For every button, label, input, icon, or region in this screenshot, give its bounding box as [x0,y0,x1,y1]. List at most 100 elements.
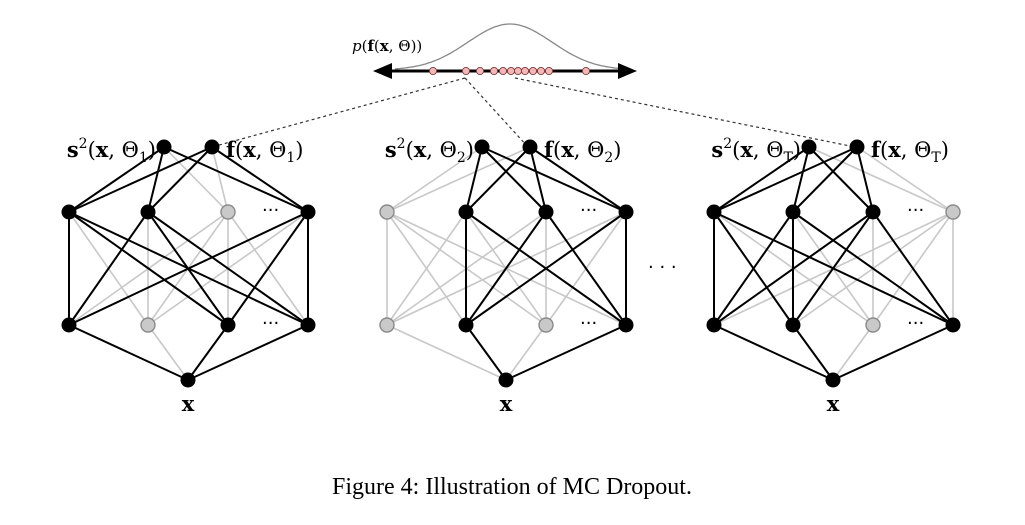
figure-caption: Figure 4: Illustration of MC Dropout. [332,474,692,500]
active-connection [68,146,165,213]
variance-label: s2(x, Θ2) [385,136,474,166]
input-node [825,372,841,388]
mean-label: f(x, Θ2) [544,137,621,166]
active-connection [792,211,954,326]
dropped-connection [832,324,874,381]
dropped-connection [386,324,507,381]
neurons [379,139,634,388]
dropped-connection [856,146,954,213]
variance-label: s2(x, Θ1) [67,136,156,166]
edges [386,146,627,381]
hidden-neuron [785,317,801,333]
active-connection [481,146,547,213]
active-connection [792,146,810,213]
hidden-neuron [220,317,236,333]
active-connection [792,146,858,213]
hidden-neuron [865,204,881,220]
prediction-samples [428,66,591,76]
active-connection [713,211,794,326]
active-connection [68,211,229,326]
input-node [498,372,514,388]
dropped-connection [147,324,189,381]
network-net-2: ··· ··· x s2(x, Θ2) f(x, Θ2) [379,136,634,416]
hidden-neuron [706,317,722,333]
sample-connectors [211,77,856,148]
hidden-neuron [61,317,77,333]
layer-ellipsis: ··· [907,313,924,334]
dropped-connection [505,324,547,381]
active-connection [163,146,309,213]
sample-point [489,66,499,76]
input-node [180,372,196,388]
sample-point [428,66,438,76]
input-label: x [827,391,840,416]
active-connection [856,146,874,213]
active-connection [211,146,309,213]
hidden-neuron [458,204,474,220]
dropped-connection [386,211,467,326]
mean-output-node [522,139,538,155]
active-connection [713,211,954,326]
active-connection [465,211,627,326]
axis-arrow-left [373,63,392,79]
layer-ellipsis: ··· [262,200,279,221]
layer-ellipsis: ··· [580,313,597,334]
dropped-connection [163,146,229,213]
dropped-neuron [945,204,961,220]
active-connection [147,211,309,326]
layer-ellipsis: ··· [907,200,924,221]
active-connection [481,146,627,213]
active-connection [68,324,189,381]
sample-point [513,66,523,76]
active-connection [68,211,149,326]
neurons [706,139,961,388]
active-connection [713,146,858,213]
active-connection [545,211,627,326]
hidden-neuron [706,204,722,220]
dropped-neuron [538,317,554,333]
active-connection [529,146,547,213]
variance-label: s2(x, ΘT) [711,136,801,166]
hidden-neuron [61,204,77,220]
layer-ellipsis: ··· [580,200,597,221]
active-connection [465,324,507,381]
dropped-neuron [379,204,395,220]
sample-point [475,66,485,76]
mean-output-node [849,139,865,155]
between-networks-ellipsis: · · · [648,257,677,278]
connector-net-T [514,77,856,148]
sample-point [536,66,546,76]
active-connection [227,211,309,326]
dropped-neuron [865,317,881,333]
active-connection [147,146,165,213]
hidden-neuron [538,204,554,220]
hidden-neuron [618,317,634,333]
hidden-neuron [785,204,801,220]
dropped-neuron [220,204,236,220]
active-connection [529,146,627,213]
variance-output-node [156,139,172,155]
hidden-neuron [140,204,156,220]
network-net-T: ······xs2(x, ΘT)f(x, ΘT) [706,136,961,416]
active-connection [713,146,810,213]
hidden-neuron [458,317,474,333]
active-connection [465,211,547,326]
variance-output-node [801,139,817,155]
hidden-neuron [945,317,961,333]
active-connection [808,146,874,213]
layer-ellipsis: ··· [262,313,279,334]
active-connection [147,146,213,213]
sample-point [544,66,554,76]
active-connection [465,146,531,213]
sample-point [461,66,471,76]
mean-label: f(x, Θ1) [226,137,303,166]
connector-net-1 [211,77,466,148]
active-connection [505,324,627,381]
mean-output-node [204,139,220,155]
input-label: x [500,391,513,416]
variance-output-node [474,139,490,155]
active-connection [792,324,834,381]
distribution-label: p(f(x, Θ)) [352,37,422,55]
connector-net-2 [464,77,529,148]
input-label: x [182,391,195,416]
